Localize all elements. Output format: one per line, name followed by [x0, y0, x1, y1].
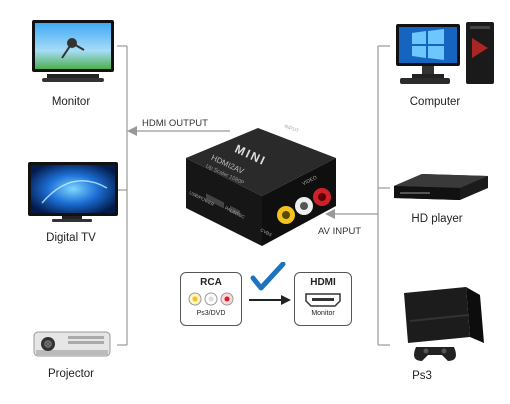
computer-device — [392, 18, 502, 88]
digital-tv-device — [22, 158, 122, 228]
converter-box: MINI HDMI2AV Up Scaler 1080P INPUT VIDEO… — [166, 118, 346, 253]
converter-illustration — [186, 128, 336, 246]
hdmi-title: HDMI — [310, 277, 336, 288]
projector-icon — [33, 331, 111, 357]
hdmi-sub: Monitor — [311, 310, 335, 317]
hd-player-device — [392, 168, 492, 202]
computer-label: Computer — [409, 96, 461, 108]
hdmi-panel: HDMI Monitor — [294, 272, 352, 326]
ps3-device — [396, 285, 506, 365]
projector-label: Projector — [47, 368, 95, 380]
monitor-label: Monitor — [51, 96, 91, 108]
projector-device — [28, 322, 118, 362]
digital-tv-label: Digital TV — [46, 232, 96, 244]
tv-icon — [28, 162, 118, 222]
av-input-arrow-icon — [325, 209, 335, 219]
rca-jacks-icon — [188, 292, 234, 306]
arrow-right-icon — [281, 295, 291, 305]
computer-icon — [396, 22, 494, 84]
rca-panel: RCA Ps3/DVD — [180, 272, 242, 326]
hd-player-label: HD player — [411, 213, 463, 225]
ps3-icon — [404, 287, 484, 361]
hdmi-output-label: HDMI OUTPUT — [142, 118, 208, 129]
arrow-check-graphic — [249, 262, 291, 305]
rca-title: RCA — [200, 277, 222, 288]
checkmark-icon — [250, 262, 286, 291]
monitor-icon — [32, 20, 114, 82]
monitor-device — [22, 18, 122, 88]
av-input-label: AV INPUT — [318, 226, 362, 237]
rca-sub: Ps3/DVD — [196, 310, 226, 317]
hdmi-output-arrow-icon — [127, 126, 137, 136]
ps3-label: Ps3 — [412, 370, 432, 382]
hdmi-port-icon — [305, 293, 341, 307]
hd-player-icon — [394, 174, 488, 200]
